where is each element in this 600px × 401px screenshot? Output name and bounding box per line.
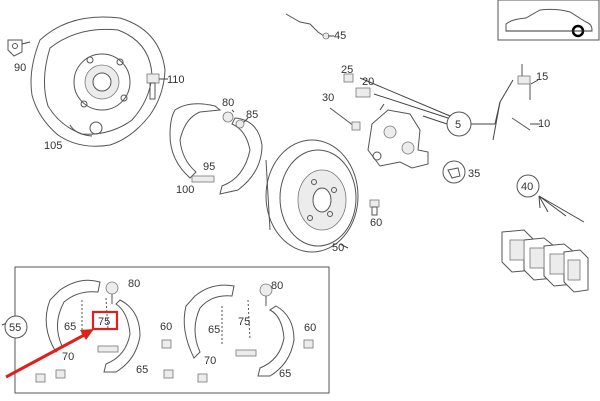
callout-30: 30 xyxy=(322,92,334,104)
callout-110: 110 xyxy=(167,74,185,86)
bracket-part xyxy=(7,39,31,57)
callout-20: 20 xyxy=(362,76,374,88)
callout-45: 45 xyxy=(334,30,346,42)
parking-brake-shoes-upper xyxy=(169,103,263,195)
vehicle-position-icon xyxy=(497,0,600,41)
sensor-pin-part xyxy=(285,13,334,40)
callout-50: 50 xyxy=(332,242,344,254)
wear-sensor-part xyxy=(511,64,540,131)
callout-75: 75 xyxy=(238,316,250,328)
callout-65-a: 65 xyxy=(64,321,76,333)
callout-60-top: 60 xyxy=(370,217,382,229)
callout-60-right: 60 xyxy=(304,322,316,334)
callout-40-circle xyxy=(516,174,540,198)
callout-85: 85 xyxy=(246,109,258,121)
caliper-leader-lines xyxy=(359,77,514,141)
callout-35: 35 xyxy=(468,168,480,180)
kit-shoes-right xyxy=(183,283,295,377)
callout-80-left: 80 xyxy=(128,278,140,290)
callout-10: 10 xyxy=(538,118,550,130)
callout-60-mid: 60 xyxy=(160,321,172,333)
disc-screw-part xyxy=(369,199,380,216)
callout-25: 25 xyxy=(341,64,353,76)
callout-55: 55 xyxy=(9,322,21,334)
callout-75-marked: 75 xyxy=(98,316,110,328)
callout-55-circle xyxy=(4,315,28,339)
callout-40: 40 xyxy=(521,181,533,193)
callout-70-left: 70 xyxy=(62,351,74,363)
callout-80-right: 80 xyxy=(271,280,283,292)
highlight-annotation xyxy=(5,310,119,379)
brake-pads-set xyxy=(501,195,589,293)
kit-shoes-left xyxy=(45,279,141,373)
callout-65-b: 65 xyxy=(208,324,220,336)
callout-labels: 90 105 110 80 85 95 100 45 25 20 30 5 15… xyxy=(4,30,550,380)
backing-plate xyxy=(30,16,166,147)
callout-65-d: 65 xyxy=(279,368,291,380)
kit-bolts xyxy=(35,339,314,383)
bolt-part xyxy=(146,73,168,100)
callout-105: 105 xyxy=(44,140,62,152)
brake-disc xyxy=(265,139,359,253)
callout-65-c: 65 xyxy=(136,364,148,376)
callout-100: 100 xyxy=(176,184,194,196)
callout-80-top: 80 xyxy=(222,97,234,109)
callout-5: 5 xyxy=(455,119,461,131)
callout-70-mid: 70 xyxy=(204,355,216,367)
caliper-bolts xyxy=(329,73,371,131)
callout-95: 95 xyxy=(203,161,215,173)
callout-15: 15 xyxy=(536,71,548,83)
brake-caliper xyxy=(367,103,429,169)
callout-90: 90 xyxy=(14,62,26,74)
wrench-symbol-icon xyxy=(442,160,466,184)
